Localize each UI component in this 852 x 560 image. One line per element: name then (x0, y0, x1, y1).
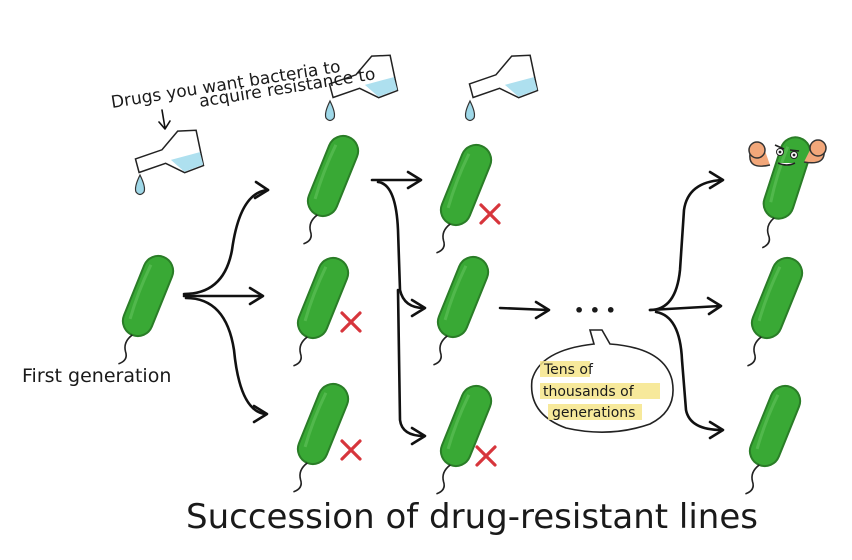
branch-arrows-second (370, 170, 427, 446)
cross-icon-gen3-bottom (475, 445, 497, 467)
generations-bubble: Tens of thousands of generations (530, 329, 674, 433)
flask-icon-first (134, 129, 205, 196)
bacterium-gen3-middle (419, 250, 495, 373)
bacterium-gen3-bottom (422, 379, 498, 502)
bacterium-gen3-top (422, 138, 498, 261)
flask-icon-third (464, 54, 539, 122)
bacterium-gen2-bottom (279, 377, 355, 500)
cross-icon-gen3-top (479, 203, 501, 225)
bacterium-first-generation (104, 249, 180, 372)
branch-arrows-final (648, 170, 725, 440)
ellipsis-text: • • • (574, 301, 616, 320)
flask-icon-second (324, 54, 399, 122)
bacterium-gen2-top (289, 129, 365, 252)
cross-icon-gen2-middle (340, 311, 362, 333)
bacterium-final-middle (733, 251, 809, 374)
bacterium-final-bottom (731, 379, 807, 502)
drugs-pointer-arrow (158, 109, 171, 130)
cross-icon-gen2-bottom (340, 439, 362, 461)
first-generation-label: First generation (22, 365, 171, 387)
bubble-text-line3: generations (552, 405, 635, 421)
bubble-text-line2: thousands of (543, 384, 635, 400)
branch-arrows-first (182, 180, 270, 424)
bubble-text-line1: Tens of (543, 362, 594, 378)
diagram-title: Succession of drug-resistant lines (186, 497, 758, 537)
strong-bacterium-icon (748, 131, 827, 255)
arrow-to-ellipsis (498, 300, 551, 320)
